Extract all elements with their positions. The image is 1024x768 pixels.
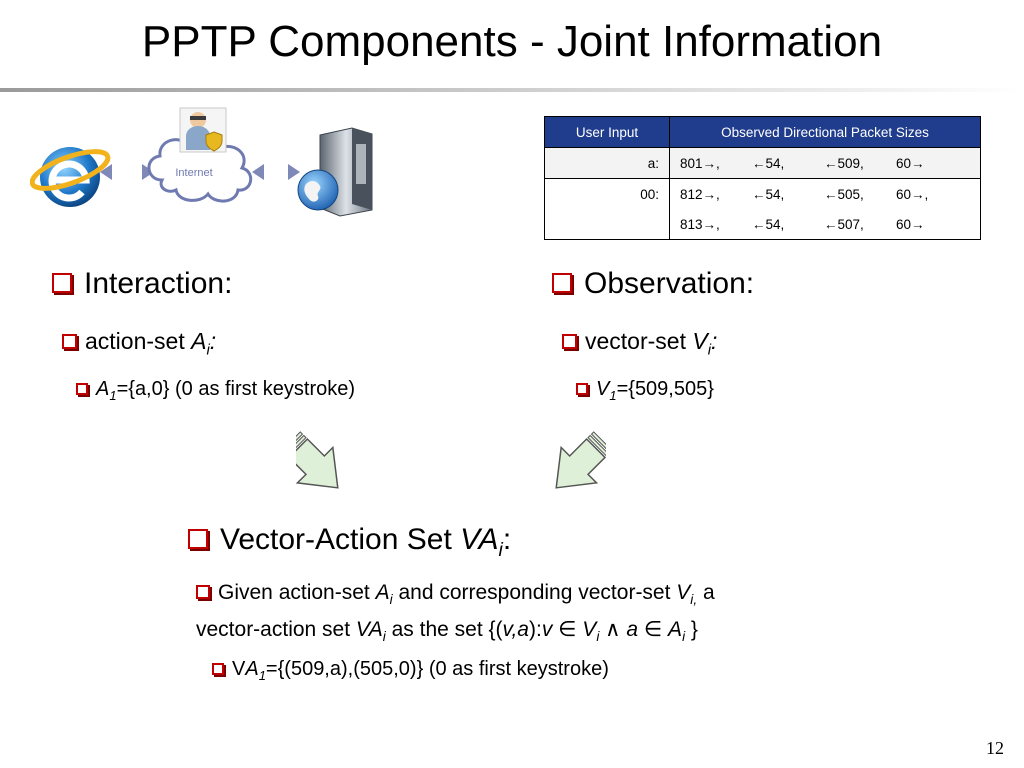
- page-number: 12: [986, 738, 1004, 758]
- interaction-heading: Interaction:: [52, 266, 232, 302]
- table-header-row: User Input Observed Directional Packet S…: [544, 116, 981, 148]
- packet-size: 60→,: [896, 186, 929, 202]
- header-user-input: User Input: [544, 116, 670, 148]
- packet-size: ←507,: [824, 216, 864, 232]
- vector-set-example: V1={509,505}: [576, 376, 714, 409]
- down-left-arrow-icon: [555, 431, 613, 489]
- packet-size: ←54,: [752, 216, 785, 232]
- title-divider: [0, 88, 1024, 92]
- cell-input: a:: [544, 147, 670, 179]
- bullet-box-icon: [552, 273, 572, 293]
- packet-size: ←54,: [752, 186, 785, 202]
- packet-size: ←54,: [752, 155, 785, 171]
- link-arrow-right: [252, 164, 300, 180]
- packet-size: ←505,: [824, 186, 864, 202]
- packet-size: 60→: [896, 155, 925, 171]
- header-packet-sizes: Observed Directional Packet Sizes: [669, 116, 981, 148]
- packet-size-table: User Input Observed Directional Packet S…: [544, 116, 981, 240]
- vector-action-definition: Given action-set Ai and corresponding ve…: [196, 581, 715, 645]
- packet-size: 812→,: [680, 186, 720, 202]
- table-row: 00: 812→, ←54, ←505, 60→,: [544, 178, 981, 209]
- bullet-box-icon: [562, 334, 577, 349]
- action-set-example: A1={a,0} (0 as first keystroke): [76, 376, 355, 409]
- table-row: 813→, ←54, ←507, 60→: [544, 209, 981, 240]
- vector-set-bullet: vector-set Vi:: [562, 326, 717, 366]
- internet-cloud: [147, 135, 253, 203]
- bullet-box-icon: [52, 273, 72, 293]
- user-shield-icon: [179, 107, 227, 153]
- cell-sizes: 813→, ←54, ←507, 60→: [669, 209, 981, 240]
- vector-action-example: VA1={(509,a),(505,0)} (0 as first keystr…: [212, 656, 609, 689]
- bullet-box-icon: [196, 585, 210, 599]
- bullet-box-icon: [188, 529, 208, 549]
- converging-arrows: [281, 418, 613, 498]
- cell-sizes: 812→, ←54, ←505, 60→,: [669, 178, 981, 209]
- link-arrow-left: [100, 164, 154, 180]
- network-diagram: Internet: [29, 100, 410, 225]
- packet-size: 813→,: [680, 216, 720, 232]
- observation-heading: Observation:: [552, 266, 754, 302]
- internet-label: Internet: [175, 167, 212, 179]
- bullet-box-icon: [76, 383, 88, 395]
- bullet-box-icon: [212, 663, 224, 675]
- packet-size: ←509,: [824, 155, 864, 171]
- cell-input: [544, 209, 670, 240]
- vector-action-heading: Vector-Action Set VAi:: [188, 522, 511, 568]
- bullet-box-icon: [62, 334, 77, 349]
- bullet-box-icon: [576, 383, 588, 395]
- slide-title: PPTP Components - Joint Information: [141, 17, 883, 66]
- browser-icon: [29, 147, 111, 207]
- packet-size: 801→,: [680, 155, 720, 171]
- packet-size: 60→: [896, 216, 925, 232]
- table-row: a: 801→, ←54, ←509, 60→: [544, 147, 981, 179]
- down-right-arrow-icon: [281, 431, 339, 489]
- action-set-bullet: action-set Ai:: [62, 326, 216, 366]
- cell-sizes: 801→, ←54, ←509, 60→: [669, 147, 981, 179]
- server-icon: [297, 127, 373, 217]
- cell-input: 00:: [544, 178, 670, 209]
